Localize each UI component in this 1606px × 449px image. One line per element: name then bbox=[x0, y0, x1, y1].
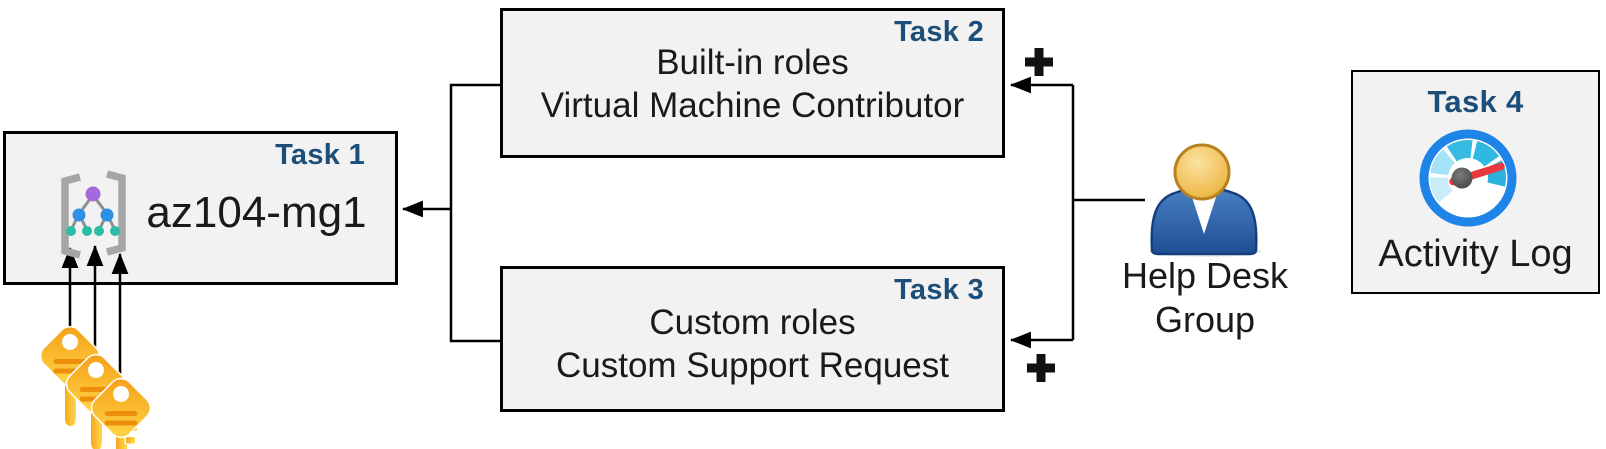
task3-box: Task 3 Custom roles Custom Support Reque… bbox=[500, 266, 1005, 412]
task2-line1: Built-in roles bbox=[656, 43, 849, 82]
task2-text: Built-in roles Virtual Machine Contribut… bbox=[503, 41, 1002, 127]
task2-label: Task 2 bbox=[894, 16, 984, 48]
task3-line1: Custom roles bbox=[649, 303, 856, 342]
plus-icon-top bbox=[1025, 48, 1053, 76]
key-icon bbox=[65, 353, 127, 449]
plus-icon-bottom bbox=[1027, 354, 1055, 382]
task1-label: Task 1 bbox=[275, 139, 365, 171]
bracket-connector bbox=[401, 83, 500, 343]
task2-box: Task 2 Built-in roles Virtual Machine Co… bbox=[500, 8, 1005, 158]
key-icon bbox=[39, 325, 101, 428]
key-icon bbox=[90, 377, 152, 449]
task4-label: Task 4 bbox=[1427, 84, 1524, 119]
help-desk-group-label: Help Desk Group bbox=[1105, 254, 1305, 342]
task3-text: Custom roles Custom Support Request bbox=[503, 301, 1002, 387]
task3-line2: Custom Support Request bbox=[556, 346, 949, 385]
task1-title: az104-mg1 bbox=[146, 188, 367, 237]
help-desk-group-line1: Help Desk bbox=[1121, 255, 1289, 296]
user-icon bbox=[1149, 143, 1261, 257]
task4-box: Task 4 Activity Log bbox=[1351, 70, 1600, 294]
keys-icon bbox=[39, 325, 152, 449]
task1-box: Task 1 az104-mg1 bbox=[3, 131, 398, 285]
help-desk-group-line2: Group bbox=[1154, 299, 1256, 340]
activity-log-label: Activity Log bbox=[1378, 233, 1573, 275]
task2-line2: Virtual Machine Contributor bbox=[540, 86, 965, 125]
task3-label: Task 3 bbox=[894, 274, 984, 306]
